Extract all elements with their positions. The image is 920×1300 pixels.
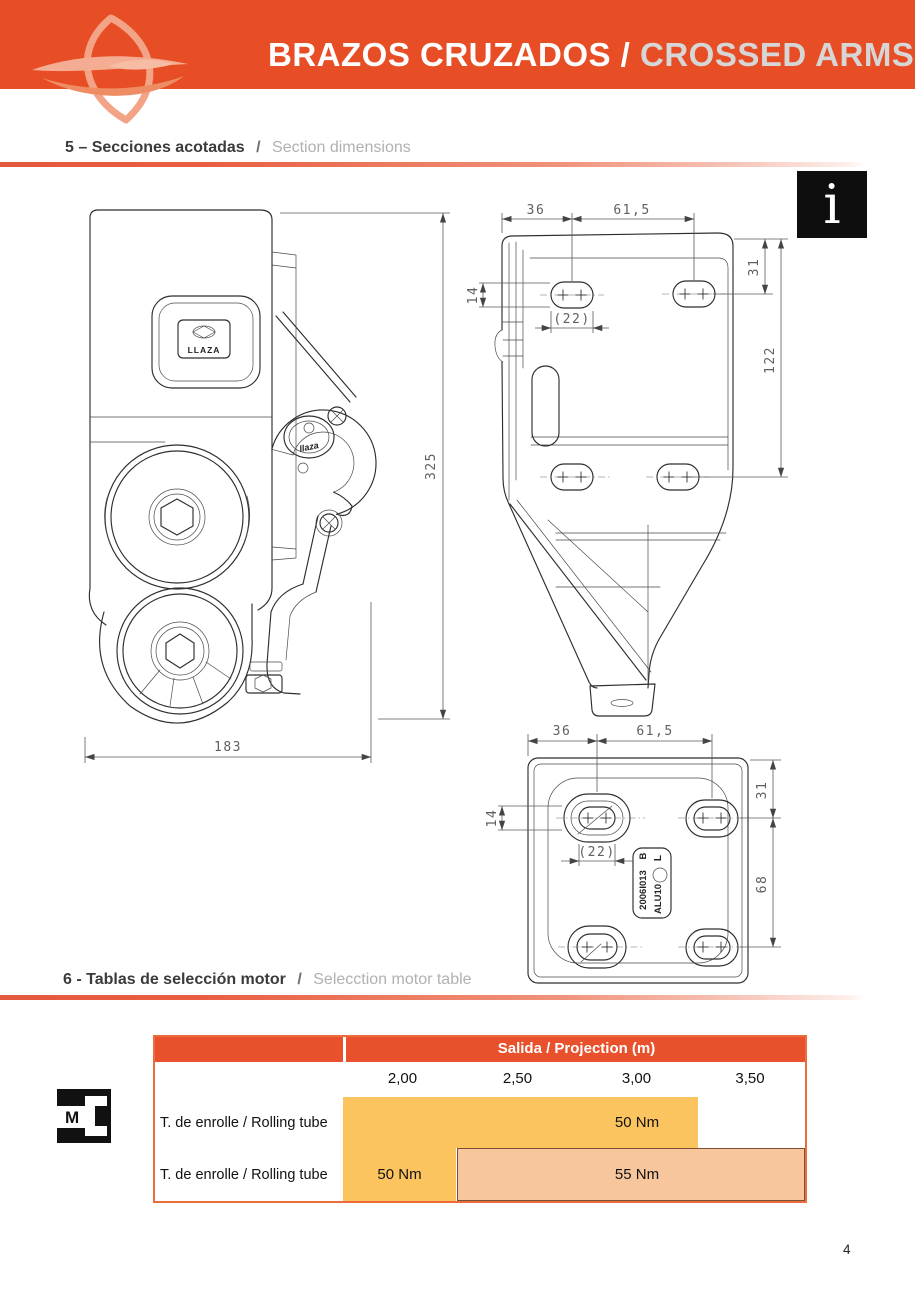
page-number: 4 <box>843 1242 851 1257</box>
page-title-en: CROSSED ARMS <box>630 36 915 73</box>
section5-divider <box>0 162 866 167</box>
column-header-350: 3,50 <box>735 1069 765 1087</box>
side-dim-31: 31 <box>747 258 762 277</box>
plate-dim-14: 14 <box>485 809 500 828</box>
motor-brand-icon: M <box>57 1089 111 1143</box>
section5-title-es: 5 – Secciones acotadas <box>65 139 245 156</box>
section5-heading: 5 – Secciones acotadas / Section dimensi… <box>65 139 411 157</box>
plate-view-drawing: 2006I013 B ALU10 L 36 61,5 31 68 14 <box>485 724 781 984</box>
plate-mark: L <box>653 855 664 861</box>
torque-cell-50nm <box>343 1148 456 1201</box>
torque-band-50nm <box>343 1097 698 1148</box>
side-dim-122: 122 <box>763 346 778 374</box>
dim-183-label: 183 <box>214 740 242 755</box>
row2-torque-value-peach: 55 Nm <box>614 1166 660 1183</box>
brand-logo-icon <box>32 14 188 124</box>
screw-icon <box>315 509 343 537</box>
side-dim-22: (22) <box>553 312 590 327</box>
plate-dim-61-5: 61,5 <box>636 724 673 739</box>
row1-torque-value: 50 Nm <box>614 1114 660 1131</box>
plate-material: ALU10 <box>653 884 664 914</box>
page-title: BRAZOS CRUZADOS / CROSSED ARMS <box>268 36 914 74</box>
wheel-spokes <box>139 661 232 707</box>
table-header-projection: Salida / Projection (m) <box>346 1035 807 1062</box>
front-view-drawing: LLAZA llaza <box>84 209 450 763</box>
section6-divider <box>0 995 866 1000</box>
hub-brand-label: llaza <box>298 440 319 454</box>
row2-torque-value-yellow: 50 Nm <box>377 1166 422 1183</box>
column-header-200: 2,00 <box>387 1069 418 1087</box>
plate-revision: B <box>638 852 649 859</box>
screw-icon <box>327 406 347 426</box>
plate-dim-68: 68 <box>755 875 770 894</box>
dim-325-label: 325 <box>424 452 439 480</box>
torque-band-55nm <box>457 1148 805 1201</box>
front-view-brand-label: LLAZA <box>188 345 221 355</box>
section6-separator: / <box>297 971 302 988</box>
section6-title-en: Selecction motor table <box>313 971 472 988</box>
row2-label: T. de enrolle / Rolling tube <box>160 1166 328 1183</box>
side-dim-36: 36 <box>527 203 546 218</box>
plate-dim-22: (22) <box>578 845 615 860</box>
side-view-drawing: 36 61,5 31 122 14 (22) <box>466 203 788 717</box>
column-header-300: 3,00 <box>621 1069 652 1087</box>
page-title-es: BRAZOS CRUZADOS / <box>268 36 631 73</box>
row1-label: T. de enrolle / Rolling tube <box>160 1114 328 1131</box>
table-corner-cell <box>153 1035 343 1062</box>
side-dim-14: 14 <box>466 286 481 305</box>
plate-part-number: 2006I013 <box>638 870 649 910</box>
section6-heading: 6 - Tablas de selección motor / Seleccti… <box>63 971 472 989</box>
svg-text:M: M <box>65 1108 79 1127</box>
plate-dim-31: 31 <box>755 781 770 800</box>
section5-separator: / <box>256 139 261 156</box>
section6-title-es: 6 - Tablas de selección motor <box>63 971 286 988</box>
info-icon: i <box>797 171 867 238</box>
plate-dim-36: 36 <box>553 724 572 739</box>
column-header-250: 2,50 <box>502 1069 533 1087</box>
table-outer-border <box>153 1035 807 1203</box>
table-header-label: Salida / Projection (m) <box>497 1040 656 1057</box>
section5-title-en: Section dimensions <box>272 139 411 156</box>
info-glyph: i <box>823 172 841 236</box>
side-dim-61-5: 61,5 <box>613 203 650 218</box>
